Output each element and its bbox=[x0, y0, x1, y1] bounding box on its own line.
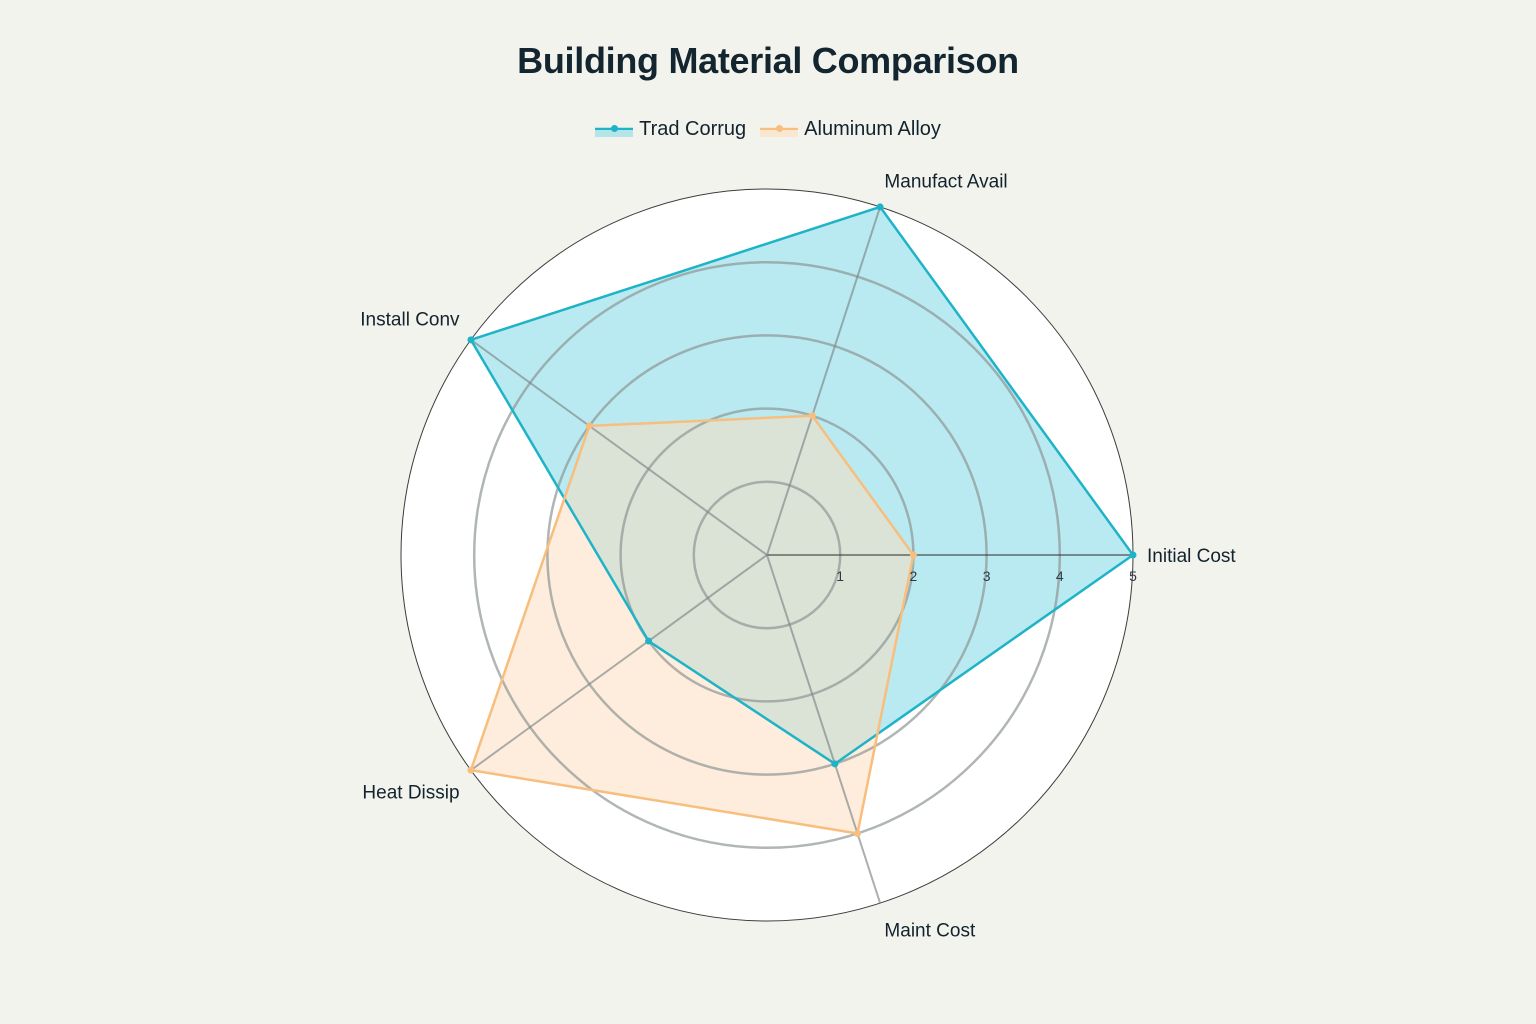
series-0-point-0 bbox=[1129, 551, 1137, 559]
series-line-1 bbox=[469, 414, 915, 835]
axis-spoke-1 bbox=[766, 206, 882, 556]
series-0-point-4 bbox=[831, 760, 839, 768]
category-label-0: Initial Cost bbox=[1147, 546, 1236, 567]
series-1-point-1 bbox=[808, 412, 816, 420]
category-label-2: Install Conv bbox=[360, 310, 460, 331]
radial-tick-label-2: 2 bbox=[910, 568, 918, 584]
chart-title: Building Material Comparison bbox=[517, 40, 1019, 81]
series-1-point-4 bbox=[853, 829, 861, 837]
category-label-1: Manufact Avail bbox=[884, 172, 1007, 193]
series-fill-1 bbox=[470, 415, 914, 834]
legend-label-aluminum-alloy: Aluminum Alloy bbox=[804, 118, 941, 140]
legend: Trad Corrug Aluminum Alloy bbox=[0, 118, 1536, 141]
series-0-point-1 bbox=[876, 203, 884, 211]
category-label-4: Maint Cost bbox=[884, 920, 976, 941]
axis-spoke-3 bbox=[470, 554, 768, 771]
legend-swatch-trad-corrug bbox=[595, 123, 634, 137]
legend-item-aluminum-alloy[interactable]: Aluminum Alloy bbox=[760, 118, 941, 141]
series-0-point-2 bbox=[467, 336, 475, 344]
axis-spoke-4 bbox=[766, 554, 882, 904]
radial-tick-label-4: 4 bbox=[1056, 568, 1064, 584]
radial-tick-label-1: 1 bbox=[836, 568, 844, 584]
series-line-0 bbox=[469, 205, 1135, 766]
legend-swatch-aluminum-alloy bbox=[760, 123, 799, 137]
radial-tick-label-5: 5 bbox=[1129, 568, 1137, 584]
radial-tick-label-3: 3 bbox=[983, 568, 991, 584]
legend-label-trad-corrug: Trad Corrug bbox=[639, 118, 747, 140]
legend-item-trad-corrug[interactable]: Trad Corrug bbox=[595, 118, 746, 141]
series-0-point-3 bbox=[645, 637, 653, 645]
series-1-point-3 bbox=[467, 766, 475, 774]
series-1-point-2 bbox=[585, 422, 593, 430]
axis-spoke-2 bbox=[470, 339, 768, 556]
series-1-point-0 bbox=[909, 551, 917, 559]
category-label-3: Heat Dissip bbox=[362, 782, 459, 803]
